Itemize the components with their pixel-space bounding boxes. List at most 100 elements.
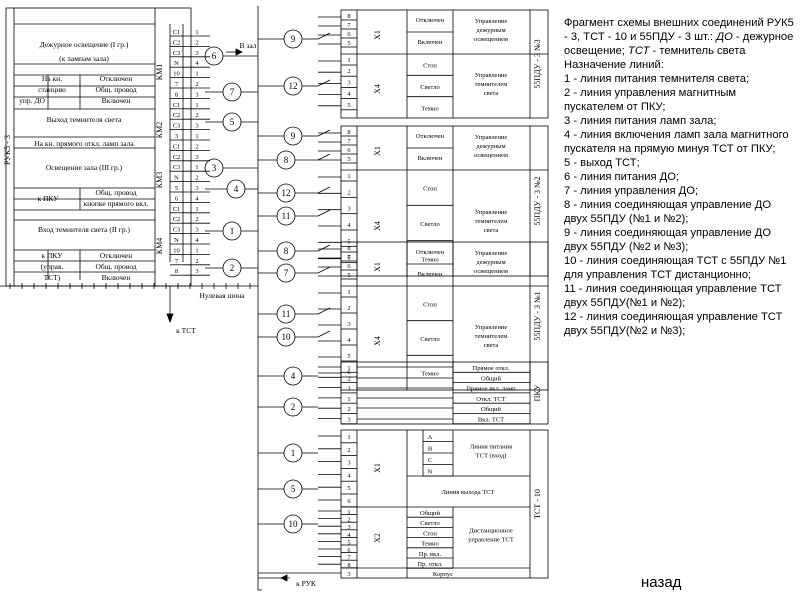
ruk-row-label: На кн. xyxy=(42,74,62,83)
wire xyxy=(317,129,331,137)
pin-number: 4 xyxy=(347,91,351,98)
pin-number: 3 xyxy=(347,79,350,86)
terminal-number: 3 xyxy=(195,91,198,98)
line-number: 1 xyxy=(230,226,235,236)
legend-intro-text: Фрагмент схемы внешних соединений РУК5 -… xyxy=(564,17,794,43)
line-number: 2 xyxy=(230,263,235,273)
group-label: темнителем xyxy=(475,218,508,225)
ctrl-cell-label: Светло xyxy=(420,520,439,527)
cell-label: Светло xyxy=(420,336,439,343)
terminal-number: 3 xyxy=(195,50,198,57)
cell-label: Отключен xyxy=(416,17,445,24)
group-label: Управление xyxy=(475,134,508,141)
ruk-row-label: Дежурное освещение (I гр.) xyxy=(40,40,129,49)
pin-number: 2 xyxy=(347,68,350,75)
pin-number: 6 xyxy=(347,31,351,38)
terminal-label: C2 xyxy=(173,154,181,161)
legend-item: 3 - линия питания ламп зала; xyxy=(564,115,717,127)
line-number: 12 xyxy=(289,81,298,91)
legend-heading: Назначение линий: xyxy=(564,59,664,71)
legend-item: 4 - линия включения ламп зала магнитного… xyxy=(564,129,789,155)
ruk-row-label: Выход темнителя света xyxy=(47,115,122,124)
terminal-label: 8 xyxy=(175,268,178,275)
terminal-number: 1 xyxy=(195,206,198,213)
group-label: темнителем xyxy=(475,81,508,88)
connector-label: X1 xyxy=(373,146,382,156)
phase-label: B xyxy=(428,446,433,453)
line-number: 9 xyxy=(291,34,296,44)
terminal-label: 7 xyxy=(175,258,179,265)
terminal-label: N xyxy=(174,175,179,182)
cell-label: Темно xyxy=(421,256,438,263)
terminal-number: 1 xyxy=(195,133,198,140)
connector-label: X1 xyxy=(373,30,382,40)
ruk-row-label: к ПКУ xyxy=(41,251,63,260)
connector-label: X4 xyxy=(373,221,382,231)
pin-number: 6 xyxy=(347,547,351,554)
line-number: 8 xyxy=(284,155,289,165)
pin-number: 4 xyxy=(347,337,351,344)
connector-label: X1 xyxy=(373,262,382,272)
km-label: КМ3 xyxy=(155,172,164,188)
cell-label: Отключен xyxy=(416,133,445,140)
ruk-row-label: Отключен xyxy=(100,251,133,260)
ctrl-cell-label: Темно xyxy=(421,541,438,548)
ctrl-cell-label: Пр. откл. xyxy=(417,561,443,568)
cell-label: Темно xyxy=(421,371,438,378)
terminal-number: 3 xyxy=(195,154,198,161)
pin-number: 5 xyxy=(347,156,350,163)
terminal-number: 1 xyxy=(195,247,198,254)
pin-number: 2 xyxy=(347,517,350,524)
legend-item: 10 - линия соединяющая ТСТ с 55ПДУ №1 дл… xyxy=(564,255,787,281)
back-link[interactable]: назад xyxy=(641,574,682,591)
ruk-row-label: Включен xyxy=(102,273,131,282)
pin-number: 5 xyxy=(347,539,350,546)
group-label: дежурным xyxy=(476,143,505,150)
terminal-number: 3 xyxy=(195,268,198,275)
to-ruk-label: к РУК xyxy=(296,579,317,588)
terminal-label: C3 xyxy=(173,227,181,234)
group-label: света xyxy=(484,342,499,349)
terminal-number: 3 xyxy=(195,123,198,130)
terminal-label: C2 xyxy=(173,112,181,119)
pin-number: 7 xyxy=(347,555,351,562)
terminal-number: 3 xyxy=(195,185,198,192)
wire xyxy=(317,266,331,274)
ruk-row-label: Общ. провод xyxy=(95,188,136,197)
pin-number: 1 xyxy=(347,509,350,516)
legend-item: 12 - линия соединяющая управление ТСТ дв… xyxy=(564,311,783,337)
pin-number: 3 xyxy=(347,206,350,213)
legend-do-desc: - дежурное освещение; xyxy=(564,31,794,57)
pin-number: 2 xyxy=(347,305,350,312)
tst-ctrl-label: управление ТСТ xyxy=(468,537,514,544)
pku-cell-label: Вкл. ТСТ xyxy=(478,417,504,424)
pin-number: 1 xyxy=(347,289,350,296)
line-number: 5 xyxy=(291,484,296,494)
wire xyxy=(317,79,331,87)
cell-label: Стоп xyxy=(423,63,437,70)
ruk-row-label: кнопке прямого вкл. xyxy=(83,199,148,208)
terminal-label: C1 xyxy=(173,29,181,36)
pin-number: 3 xyxy=(347,460,350,467)
terminal-number: 2 xyxy=(195,39,198,46)
line-number: 4 xyxy=(234,184,239,194)
pin-number: 8 xyxy=(347,245,350,252)
wire xyxy=(317,153,331,161)
to-zal-label: В зал xyxy=(240,41,257,50)
line-number: 11 xyxy=(282,211,291,221)
legend-tst-abbr: ТСТ xyxy=(628,45,650,57)
tst-supply-label: Линия питания xyxy=(470,444,512,451)
pin-number: 5 xyxy=(347,353,350,360)
legend-item: 8 - линия соединяющая управление ДО двух… xyxy=(564,199,772,225)
group-label: Управление xyxy=(475,72,508,79)
legend-item: 7 - линия управления ДО; xyxy=(564,185,699,197)
pin-number: 6 xyxy=(347,498,351,505)
group-label: света xyxy=(484,90,499,97)
ruk-row-label: Освещение зала (III гр.) xyxy=(46,163,123,172)
terminal-label: 3 xyxy=(175,133,178,140)
group-label: Управление xyxy=(475,18,508,25)
tst-title: ТСТ - 10 xyxy=(533,489,542,519)
terminal-number: 1 xyxy=(195,102,198,109)
terminal-number: 3 xyxy=(195,227,198,234)
